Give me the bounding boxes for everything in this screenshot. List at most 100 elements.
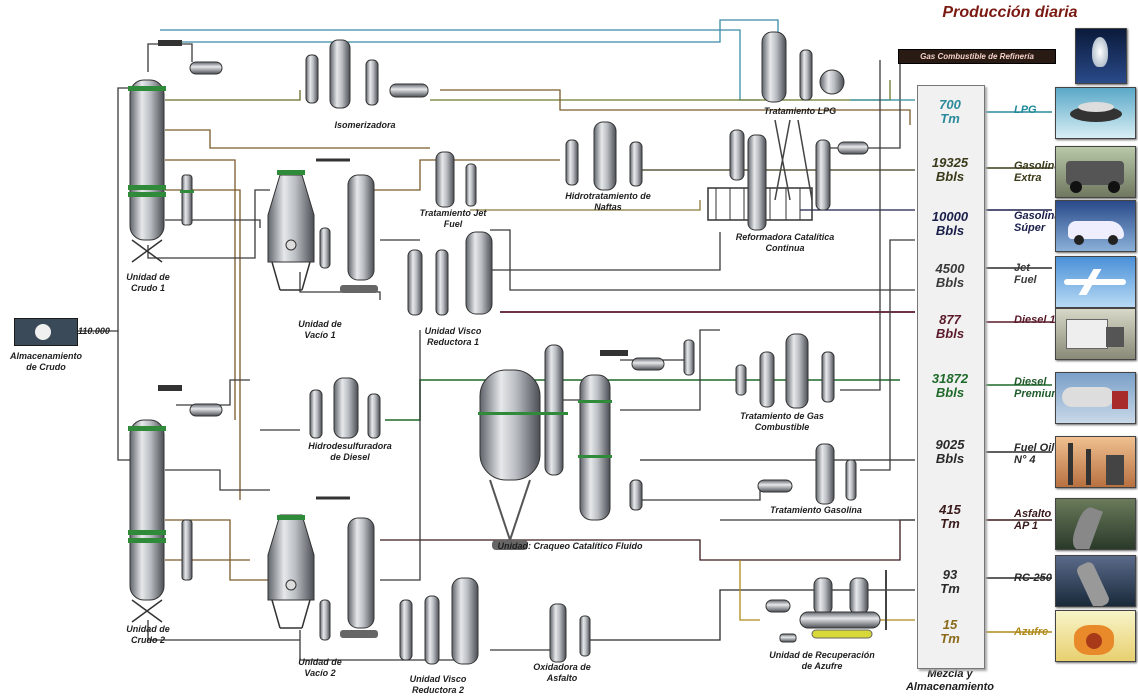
- crude-unit-1-label-line2: Crudo 1: [118, 283, 178, 294]
- lpg-icon: [1055, 87, 1136, 139]
- visbreaker-2-label: Unidad Visco Reductora 2: [388, 674, 488, 696]
- crude-storage-tank: [14, 318, 78, 346]
- qty-diesel-premium: 31872 Bbls: [917, 372, 983, 400]
- qty-rc250-unit: Tm: [917, 582, 983, 596]
- refinery-fuel-gas-label: Gas Combustible de Refinería: [898, 49, 1056, 64]
- qty-asfalto-unit: Tm: [917, 517, 983, 531]
- qty-lpg: 700 Tm: [917, 98, 983, 126]
- fuel-gas-treatment-label-line2: Combustible: [722, 422, 842, 433]
- visbreaker-2: [400, 578, 478, 664]
- crude-unit-1-label: Unidad de Crudo 1: [118, 272, 178, 294]
- hydrodesulfurizer-label-line1: Hidrodesulfuradora: [290, 441, 410, 452]
- car-icon: [1055, 200, 1136, 252]
- pipe-network: [76, 20, 1055, 660]
- isomerization-label-line1: Isomerizadora: [320, 120, 410, 131]
- vacuum-unit-2-label-line2: Vacío 2: [290, 668, 350, 679]
- visbreaker-2-label-line1: Unidad Visco: [388, 674, 488, 685]
- qty-rc250-value: 93: [917, 568, 983, 582]
- product-label-rc250: RC-250: [1014, 572, 1052, 584]
- blending-storage-label: Mezcla y Almacenamiento: [895, 668, 1005, 694]
- qty-diesel-1-value: 877: [917, 313, 983, 327]
- hydrodesulfurizer-label: Hidrodesulfuradora de Diesel: [290, 441, 410, 463]
- catalytic-reformer-label-line1: Reformadora Catalítica: [720, 232, 850, 243]
- product-label-fuel-oil: Fuel Oil N° 4: [1014, 442, 1056, 466]
- lpg-treatment-label: Tratamiento LPG: [750, 106, 850, 117]
- sulfur-recovery-label-line1: Unidad de Recuperación: [752, 650, 892, 661]
- daily-production-title: Producción diaria: [930, 4, 1090, 22]
- product-label-lpg: LPG: [1014, 104, 1037, 116]
- qty-lpg-unit: Tm: [917, 112, 983, 126]
- visbreaker-1-label: Unidad Visco Reductora 1: [408, 326, 498, 348]
- catalytic-reformer-label: Reformadora Catalítica Continua: [720, 232, 850, 254]
- qty-asfalto-value: 415: [917, 503, 983, 517]
- truck-icon: [1055, 308, 1136, 360]
- vacuum-unit-1-label: Unidad de Vacío 1: [290, 319, 350, 341]
- vacuum-unit-2: [268, 498, 378, 640]
- qty-diesel-1: 877 Bbls: [917, 313, 983, 341]
- qty-gasolina-extra-value: 19325: [917, 156, 983, 170]
- jet-fuel-treatment-label-line1: Tratamiento Jet: [408, 208, 498, 219]
- lpg-treatment-unit: [762, 32, 844, 102]
- qty-gasolina-extra-unit: Bbls: [917, 170, 983, 184]
- tanker-truck-icon: [1055, 372, 1136, 424]
- sulfur-recovery-unit: [766, 570, 886, 642]
- vacuum-unit-2-label: Unidad de Vacío 2: [290, 657, 350, 679]
- qty-diesel-1-unit: Bbls: [917, 327, 983, 341]
- crude-unit-2-label-line1: Unidad de: [118, 624, 178, 635]
- isomerization-unit: [306, 40, 428, 108]
- qty-jet-fuel-unit: Bbls: [917, 276, 983, 290]
- qty-azufre: 15 Tm: [917, 618, 983, 646]
- crude-column-1: [128, 80, 194, 262]
- fuel-gas-treatment-label-line1: Tratamiento de Gas: [722, 411, 842, 422]
- visbreaker-1: [408, 232, 492, 315]
- hydrodesulfurizer-label-line2: de Diesel: [290, 452, 410, 463]
- fuel-gas-flame-icon: [1075, 28, 1127, 84]
- qty-gasolina-super-value: 10000: [917, 210, 983, 224]
- gasoline-treatment-label-line1: Tratamiento Gasolina: [756, 505, 876, 516]
- vacuum-unit-1: [268, 160, 378, 293]
- product-label-gasolina-super: Gasolina Súper: [1014, 210, 1058, 234]
- sulfur-recovery-label: Unidad de Recuperación de Azufre: [752, 650, 892, 672]
- suv-icon: [1055, 146, 1136, 198]
- crude-column-2: [128, 420, 192, 622]
- isomerization-label: Isomerizadora: [320, 120, 410, 131]
- overhead-drums: [158, 40, 222, 416]
- catalytic-reformer-label-line2: Continua: [720, 243, 850, 254]
- fuel-gas-treatment: [736, 334, 834, 408]
- crude-unit-2-label: Unidad de Crudo 2: [118, 624, 178, 646]
- jet-fuel-treatment-label-line2: Fuel: [408, 219, 498, 230]
- company-logo-icon: [35, 324, 51, 340]
- fuel-gas-treatment-label: Tratamiento de Gas Combustible: [722, 411, 842, 433]
- crude-feed-quantity: 110.000: [78, 326, 110, 336]
- crude-storage-label-line1: Almacenamiento: [6, 351, 86, 362]
- asphalt-oxidizer-label: Oxidadora de Asfalto: [522, 662, 602, 684]
- fcc-unit: [478, 340, 694, 550]
- fcc-label-line1: Unidad: Craqueo Catalítico Fluido: [470, 541, 670, 552]
- naphtha-hydrotreater-label: Hidrotratamiento de Naftas: [548, 191, 668, 213]
- qty-gasolina-super-unit: Bbls: [917, 224, 983, 238]
- naphtha-hydrotreater-label-line2: Naftas: [548, 202, 668, 213]
- airplane-icon: [1055, 256, 1136, 308]
- qty-asfalto: 415 Tm: [917, 503, 983, 531]
- crude-unit-1-label-line1: Unidad de: [118, 272, 178, 283]
- qty-diesel-premium-unit: Bbls: [917, 386, 983, 400]
- road-icon: [1055, 498, 1136, 550]
- diesel-hydrodesulfurizer: [310, 378, 380, 438]
- crude-unit-2-label-line2: Crudo 2: [118, 635, 178, 646]
- vacuum-unit-1-label-line2: Vacío 1: [290, 330, 350, 341]
- gasoline-treatment-label: Tratamiento Gasolina: [756, 505, 876, 516]
- jet-fuel-treatment-label: Tratamiento Jet Fuel: [408, 208, 498, 230]
- qty-azufre-value: 15: [917, 618, 983, 632]
- product-label-diesel-premium: Diesel Premium: [1014, 376, 1060, 400]
- vacuum-unit-2-label-line1: Unidad de: [290, 657, 350, 668]
- naphtha-hydrotreater-label-line1: Hidrotratamiento de: [548, 191, 668, 202]
- gasoline-treatment: [758, 444, 856, 504]
- qty-rc250: 93 Tm: [917, 568, 983, 596]
- product-label-asfalto: Asfalto AP 1: [1014, 508, 1056, 532]
- qty-gasolina-extra: 19325 Bbls: [917, 156, 983, 184]
- qty-gasolina-super: 10000 Bbls: [917, 210, 983, 238]
- naphtha-hydrotreater: [566, 122, 642, 190]
- crude-storage-label-line2: de Crudo: [6, 362, 86, 373]
- visbreaker-2-label-line2: Reductora 2: [388, 685, 488, 696]
- visbreaker-1-label-line2: Reductora 1: [408, 337, 498, 348]
